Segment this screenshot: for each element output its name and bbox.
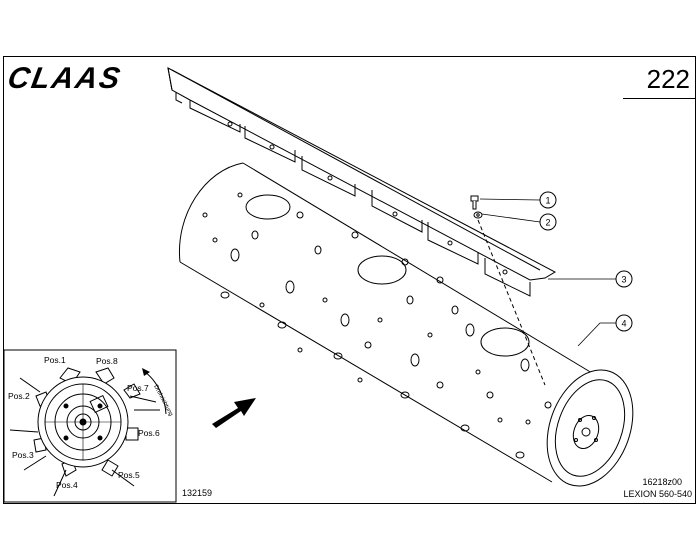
bolt-and-washer bbox=[470, 195, 546, 386]
pos-1-label: Pos.1 bbox=[44, 355, 66, 365]
callout-2-label: 2 bbox=[545, 218, 550, 228]
callout-3: 3 bbox=[615, 270, 633, 288]
pos-5-label: Pos.5 bbox=[118, 470, 140, 480]
callout-2: 2 bbox=[539, 213, 557, 231]
threshing-drum bbox=[178, 162, 634, 487]
drawing-number: 132159 bbox=[182, 488, 213, 498]
callout-1-label: 1 bbox=[545, 196, 550, 206]
rasp-bar bbox=[167, 67, 557, 297]
callout-1: 1 bbox=[539, 191, 557, 209]
pos-3-label: Pos.3 bbox=[12, 450, 34, 460]
inset-end-view: Drehrichtung Pos.1 Pos.8 Pos.7 Pos.2 Pos… bbox=[3, 349, 177, 503]
pos-2-label: Pos.2 bbox=[8, 391, 30, 401]
pos-8-label: Pos.8 bbox=[96, 356, 118, 366]
page-number-rule bbox=[623, 98, 696, 99]
drawing-frame bbox=[3, 56, 696, 504]
pos-6-label: Pos.6 bbox=[138, 428, 160, 438]
page-number: 222 bbox=[646, 64, 690, 94]
pos-7-label: Pos.7 bbox=[127, 383, 149, 393]
model-label: LEXION 560-540 bbox=[623, 489, 692, 499]
callout-leaders bbox=[479, 198, 616, 347]
callout-3-label: 3 bbox=[621, 275, 626, 285]
callout-4-label: 4 bbox=[621, 319, 626, 329]
part-code: 16218z00 bbox=[642, 477, 682, 487]
assembly-direction-arrow bbox=[212, 398, 256, 428]
pos-4-label: Pos.4 bbox=[56, 480, 78, 490]
callout-4: 4 bbox=[615, 314, 633, 332]
